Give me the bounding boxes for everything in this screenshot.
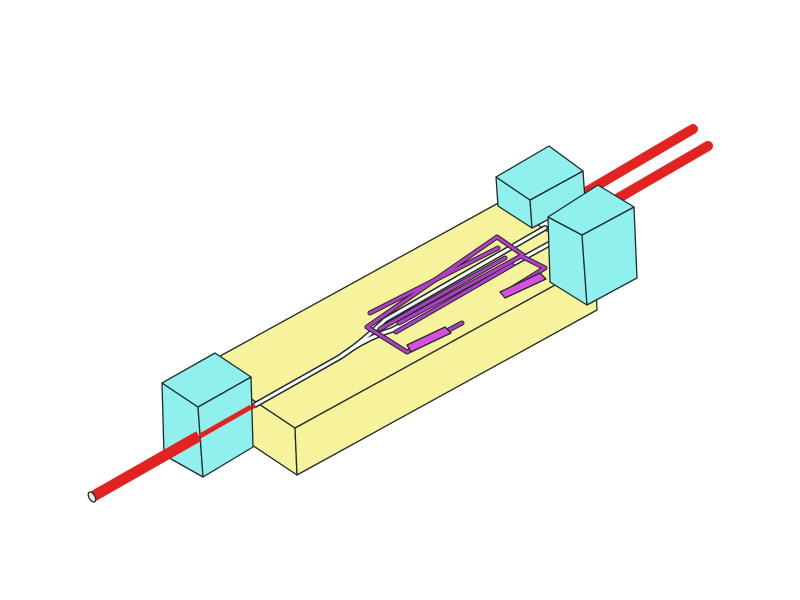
input-fiber-end	[87, 491, 97, 503]
fiber-block-right-front	[547, 184, 638, 306]
y-branch-waveguide	[252, 225, 563, 408]
input-fiber-core-in-block	[198, 404, 253, 439]
substrate	[201, 200, 598, 476]
fiber-block-left	[161, 352, 254, 478]
output-fiber-2	[610, 141, 713, 205]
input-fiber	[89, 431, 202, 502]
electrode-pad-right	[499, 272, 547, 299]
electrode-pad-left	[406, 326, 452, 353]
